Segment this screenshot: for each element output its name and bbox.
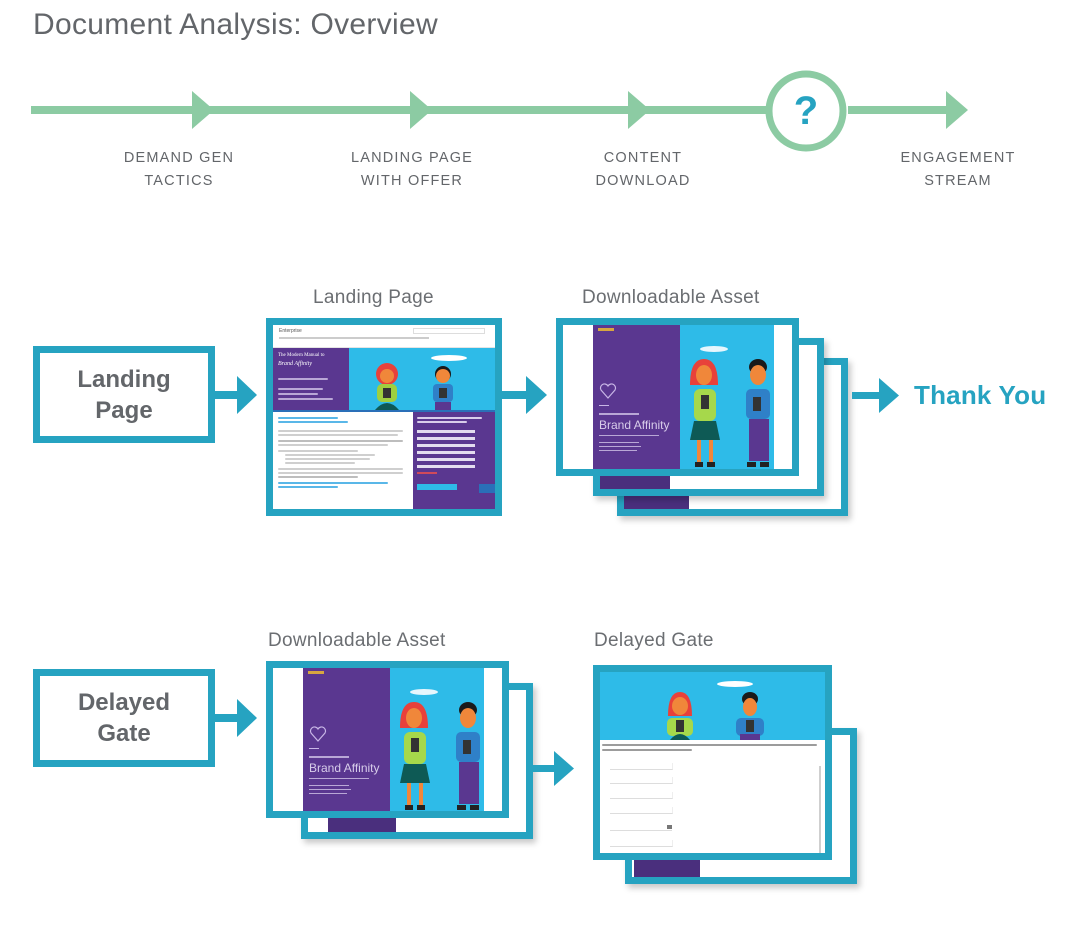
- thumbnail-header: Enterprise: [273, 325, 495, 348]
- flow-arrow-icon: [502, 376, 547, 414]
- heart-icon: [309, 726, 327, 742]
- timeline-arrow-icon: [946, 91, 968, 129]
- thumbnail-nav: [279, 337, 429, 339]
- thumbnail-hero-text: The Modern Manual to Brand Affinity: [273, 348, 349, 410]
- caption-landing-page: Landing Page: [313, 287, 434, 308]
- gate-form-field: [610, 807, 673, 814]
- asset-cover-panel: Brand Affinity: [303, 668, 390, 811]
- timeline-step-line: LANDING PAGE: [350, 150, 474, 166]
- asset-page-front: Brand Affinity: [266, 661, 509, 818]
- timeline-step-line: TACTICS: [144, 173, 214, 189]
- timeline-step-line: DEMAND GEN: [123, 150, 235, 166]
- caption-downloadable-asset-2: Downloadable Asset: [268, 630, 446, 651]
- gate-form-field: [610, 792, 673, 799]
- gate-form-field: [610, 777, 673, 784]
- timeline-line-segment: [31, 106, 766, 114]
- gate-form-field: [610, 763, 673, 770]
- timeline-track: [31, 70, 968, 152]
- thumbnail-form: [413, 412, 495, 509]
- flow-arrow-icon: [215, 699, 257, 737]
- timeline-arrow-icon: [410, 91, 432, 129]
- thumbnail-search: [413, 328, 485, 334]
- heart-icon: [599, 383, 617, 399]
- question-mark-icon: ?: [793, 89, 819, 133]
- landing-page-thumbnail: Enterprise The Modern Manual to Brand Af…: [266, 318, 502, 516]
- timeline-step-demand-gen: DEMAND GEN TACTICS: [99, 147, 259, 193]
- flow-arrow-icon: [215, 376, 257, 414]
- timeline-step-landing-page: LANDING PAGE WITH OFFER: [332, 147, 492, 193]
- thumbnail-body-text: [273, 412, 413, 509]
- asset-cover-illustration: [680, 325, 774, 469]
- caption-downloadable-asset: Downloadable Asset: [582, 287, 760, 308]
- people-illustration-icon: [400, 689, 480, 810]
- gate-scrollbar: [819, 766, 821, 853]
- timeline-step-line: DOWNLOAD: [595, 173, 691, 189]
- asset-page-front: Brand Affinity: [556, 318, 799, 476]
- timeline-step-line: WITH OFFER: [360, 173, 464, 189]
- people-illustration-icon: [375, 355, 467, 410]
- timeline-arrow-icon: [628, 91, 650, 129]
- thank-you-label: Thank You: [914, 380, 1047, 410]
- timeline-step-line: CONTENT: [603, 150, 683, 166]
- asset-title: Brand Affinity: [599, 418, 670, 432]
- timeline-step-engagement-stream: ENGAGEMENT STREAM: [878, 147, 1038, 193]
- thumbnail-brand: Enterprise: [279, 328, 302, 334]
- page-title: Document Analysis: Overview: [33, 8, 438, 41]
- asset-title: Brand Affinity: [309, 761, 380, 775]
- timeline-step-content-download: CONTENT DOWNLOAD: [563, 147, 723, 193]
- asset-cover-illustration: [390, 668, 484, 811]
- thumbnail-hero-illustration: [349, 348, 495, 410]
- stage-label-line: Delayed: [77, 689, 171, 716]
- timeline-step-line: ENGAGEMENT: [900, 150, 1016, 166]
- gate-form-select: [610, 824, 672, 831]
- flow-arrow-icon: [852, 378, 899, 413]
- flow-arrow-icon: [532, 751, 574, 786]
- stage-box-landing-page: Landing Page: [33, 346, 215, 443]
- timeline-step-line: STREAM: [924, 173, 992, 189]
- thumbnail-hero-heading: The Modern Manual to: [278, 353, 325, 358]
- gate-form-field: [610, 840, 673, 847]
- delayed-gate-thumbnail: [593, 665, 832, 860]
- gate-hero-illustration: [600, 672, 825, 740]
- thumbnail-hero-subheading: Brand Affinity: [278, 361, 313, 367]
- people-illustration-icon: [690, 346, 770, 467]
- stage-label-line: Page: [95, 396, 153, 424]
- timeline-arrow-icon: [192, 91, 214, 129]
- asset-cover-panel: Brand Affinity: [593, 325, 680, 469]
- people-illustration-icon: [667, 681, 764, 740]
- gate-form: [600, 740, 825, 853]
- stage-label-line: Landing: [77, 365, 171, 393]
- stage-label-line: Gate: [97, 720, 151, 747]
- caption-delayed-gate: Delayed Gate: [594, 630, 714, 651]
- stage-box-delayed-gate: Delayed Gate: [33, 669, 215, 767]
- timeline-line-segment: [848, 106, 948, 114]
- question-circle-icon: [765, 70, 847, 152]
